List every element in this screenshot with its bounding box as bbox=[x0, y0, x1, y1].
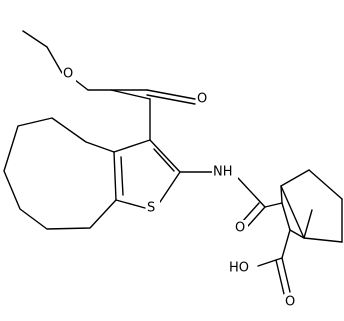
ester-c-o-double-b bbox=[146, 94, 196, 105]
nb-c2-c1 bbox=[280, 185, 283, 204]
thiophene-c2-s bbox=[159, 171, 181, 203]
nb-c7-c4 bbox=[308, 169, 343, 200]
nb-c3-c6 bbox=[289, 229, 305, 239]
nb-c2-c3 bbox=[281, 202, 291, 231]
acid-c-o-double-a bbox=[281, 257, 291, 293]
nb-c1-c7 bbox=[280, 169, 310, 187]
acid-c-oh-bond bbox=[257, 257, 283, 267]
amide-nh-label: NH bbox=[213, 165, 233, 180]
cyclononane-ring bbox=[3, 117, 117, 230]
ester-o-double-label: O bbox=[197, 92, 207, 107]
amide-linkage bbox=[179, 171, 283, 227]
thiophene-ring bbox=[113, 98, 181, 209]
nb-bridge-1 bbox=[280, 185, 305, 239]
ethyl-ch2-bond bbox=[46, 46, 63, 74]
amide-c-o-double-b bbox=[241, 202, 260, 223]
ethyl-ester-group bbox=[22, 30, 196, 105]
thiophene-s-c9a bbox=[115, 199, 146, 209]
nb-c5-c6 bbox=[303, 237, 343, 243]
amide-o-label: O bbox=[235, 221, 245, 236]
cyclononane-bonds bbox=[3, 117, 117, 230]
thiophene-c3-c2-inner bbox=[153, 148, 175, 172]
nb-bridge-2 bbox=[303, 209, 313, 239]
amide-c-bicyclo-bond bbox=[264, 202, 283, 208]
carboxylic-acid-group bbox=[257, 257, 291, 295]
norbornane-core bbox=[280, 169, 343, 259]
n-carbonyl-bond bbox=[237, 177, 266, 208]
acid-o-label: O bbox=[285, 295, 295, 310]
acid-oh-label: HO bbox=[229, 261, 249, 276]
ester-o-single-label: O bbox=[63, 67, 73, 82]
ethyl-ch3-bond bbox=[22, 30, 48, 48]
thiophene-c3a-c3 bbox=[113, 139, 151, 153]
thiophene-inner-double bbox=[120, 156, 124, 196]
acid-c-o-double-b bbox=[275, 259, 285, 295]
thiophene-sulfur-label: S bbox=[147, 201, 155, 216]
thiophene-c3a-c9a bbox=[113, 151, 117, 201]
nb-c3-cooh bbox=[281, 229, 291, 259]
thiophene-c3-c2 bbox=[149, 139, 181, 173]
ester-carbonyl-bond bbox=[110, 89, 151, 100]
ester-c-o-double-a bbox=[146, 89, 196, 100]
ester-o-c-bond bbox=[74, 79, 89, 91]
amide-c-o-double-a bbox=[247, 206, 266, 227]
